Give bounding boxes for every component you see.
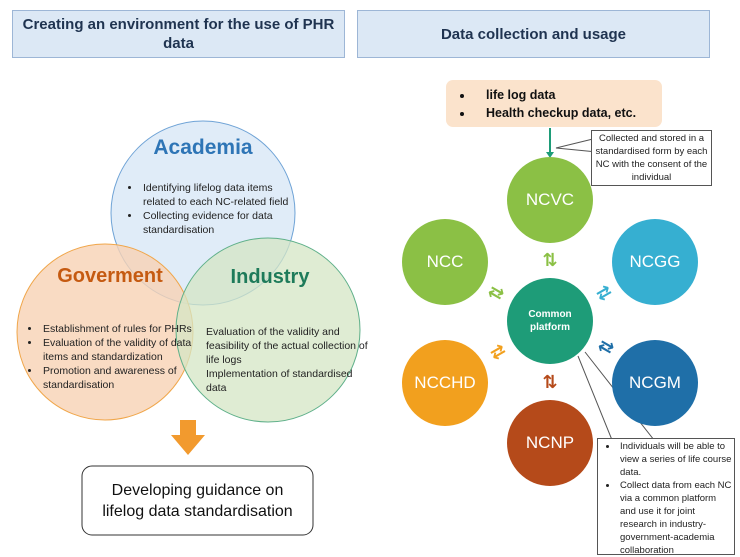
- government-item: Promotion and awareness of standardisati…: [41, 364, 211, 392]
- ncgm-circle: [612, 340, 698, 426]
- ncgm-label: NCGM: [629, 373, 681, 392]
- government-list: Establishment of rules for PHRs Evaluati…: [27, 322, 211, 392]
- ncchd-circle: [402, 340, 488, 426]
- exchange-arrows-icon: ⇅: [542, 250, 558, 270]
- academia-item: Identifying lifelog data items related t…: [141, 181, 306, 209]
- ncc-label: NCC: [426, 252, 464, 271]
- industry-title: Industry: [230, 266, 310, 288]
- down-arrow-icon: [171, 420, 205, 455]
- ncvc-circle: [507, 157, 593, 243]
- callout-item: Collect data from each NC via a common p…: [618, 479, 732, 557]
- right-header: Data collection and usage: [357, 10, 710, 58]
- ncc-circle: [402, 219, 488, 305]
- ncgg-label: NCGG: [629, 252, 681, 271]
- ncchd-label: NCCHD: [414, 373, 476, 392]
- sources-list: life log data Health checkup data, etc.: [458, 86, 674, 122]
- ncgg-circle: [612, 219, 698, 305]
- exchange-arrows-icon: ⇅: [542, 372, 558, 392]
- callout-top: Collected and stored in a standardised f…: [591, 130, 712, 186]
- government-item: Evaluation of the validity of data items…: [41, 336, 211, 364]
- source-item: Health checkup data, etc.: [474, 104, 674, 122]
- academia-item: Collecting evidence for data standardisa…: [141, 209, 306, 237]
- common-platform-circle: [507, 278, 593, 364]
- academia-title: Academia: [153, 136, 253, 159]
- industry-circle: [175, 237, 361, 423]
- sources-box: [446, 80, 662, 127]
- callout-item: Individuals will be able to view a serie…: [618, 440, 732, 479]
- ncnp-label: NCNP: [525, 433, 575, 452]
- result-box-frame: [81, 465, 314, 536]
- left-header: Creating an environment for the use of P…: [12, 10, 345, 58]
- government-title: Goverment: [57, 265, 163, 287]
- academia-list: Identifying lifelog data items related t…: [127, 181, 306, 237]
- result-box: Developing guidance on lifelog data stan…: [102, 481, 293, 520]
- government-item: Establishment of rules for PHRs: [41, 322, 211, 336]
- callout-bottom: Individuals will be able to view a serie…: [597, 438, 735, 557]
- arrow-down-icon: [546, 152, 554, 158]
- industry-item: Implementation of standardised data: [206, 368, 353, 394]
- ncvc-label: NCVC: [525, 190, 575, 209]
- industry-list: Evaluation of the validity and feasibili…: [192, 325, 369, 395]
- common-platform-label: Common platform: [528, 309, 572, 333]
- industry-item: Evaluation of the validity and feasibili…: [206, 326, 368, 366]
- source-item: life log data: [474, 86, 674, 104]
- ncnp-circle: [507, 400, 593, 486]
